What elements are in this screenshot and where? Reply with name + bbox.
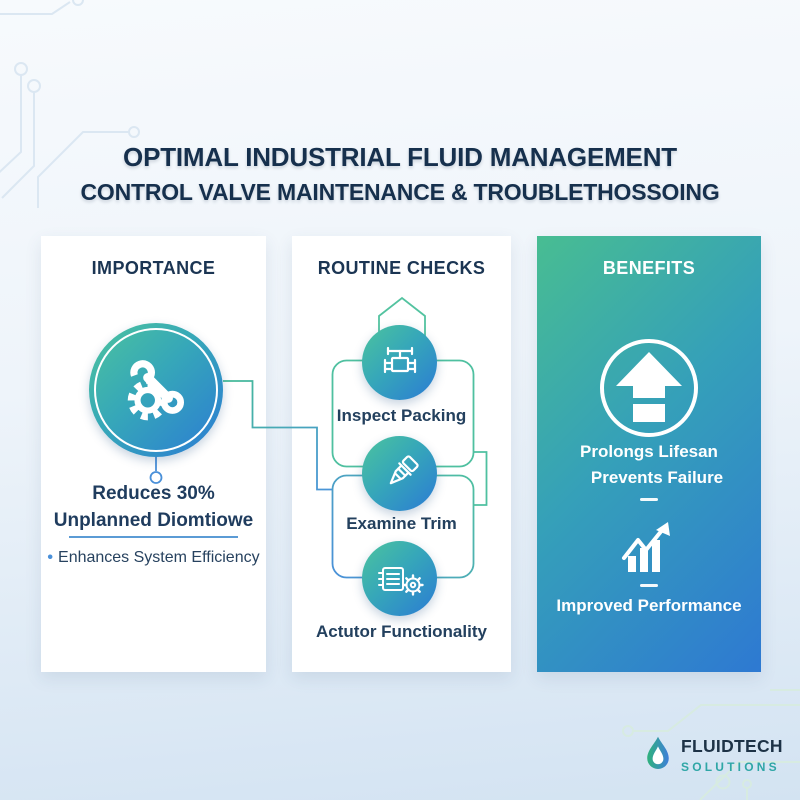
dash-divider bbox=[640, 498, 658, 501]
stat-line-1: Reduces 30% bbox=[92, 483, 215, 504]
benefits-header: BENEFITS bbox=[602, 258, 696, 278]
growth-chart-icon bbox=[616, 520, 682, 578]
importance-header: IMPORTANCE bbox=[91, 258, 216, 278]
stat-line-2: Unplanned Diomtiowe bbox=[53, 510, 254, 531]
check-label-inspect-packing: Inspect Packing bbox=[336, 406, 467, 425]
page-title: OPTIMAL INDUSTRIAL FLUID MANAGEMENT bbox=[123, 142, 677, 172]
benefit-performance: Improved Performance bbox=[556, 596, 742, 615]
actuator-gear-icon bbox=[362, 541, 437, 616]
check-label-actuator-functionality: Actutor Functionality bbox=[316, 622, 487, 641]
fluidtech-logo: FLUIDTECH SOLUTIONS bbox=[644, 735, 783, 775]
page-subtitle: CONTROL VALVE MAINTENANCE & TROUBLETHOSS… bbox=[80, 179, 720, 205]
benefit-line-2: Prevents Failure bbox=[590, 468, 724, 487]
dash-divider bbox=[640, 584, 658, 587]
routine-checks-header: ROUTINE CHECKS bbox=[317, 258, 486, 278]
bullet-text: Enhances System Efficiency bbox=[58, 549, 260, 566]
control-valve-icon bbox=[362, 325, 437, 400]
bullet-dot: • bbox=[47, 549, 54, 566]
importance-stat: Reduces 30% Unplanned Diomtiowe bbox=[41, 480, 266, 534]
logo-brand: FLUIDTECH bbox=[681, 736, 783, 756]
importance-bullet: •Enhances System Efficiency bbox=[41, 549, 266, 567]
check-label-examine-trim: Examine Trim bbox=[346, 514, 457, 533]
inner-ring bbox=[94, 328, 218, 452]
logo-text: FLUIDTECH SOLUTIONS bbox=[681, 736, 783, 774]
maintenance-icon-circle bbox=[89, 323, 223, 457]
up-arrow-icon bbox=[597, 336, 701, 440]
water-droplet-icon bbox=[644, 735, 672, 775]
benefits-card: BENEFITS Prolongs Lifesan Prevents Failu… bbox=[537, 236, 761, 672]
divider-line bbox=[69, 536, 238, 538]
benefit-line-1: Prolongs Lifesan bbox=[580, 442, 718, 461]
title-block: OPTIMAL INDUSTRIAL FLUID MANAGEMENT CONT… bbox=[0, 142, 800, 206]
logo-subtitle: SOLUTIONS bbox=[681, 760, 780, 774]
valve-trim-icon bbox=[362, 436, 437, 511]
